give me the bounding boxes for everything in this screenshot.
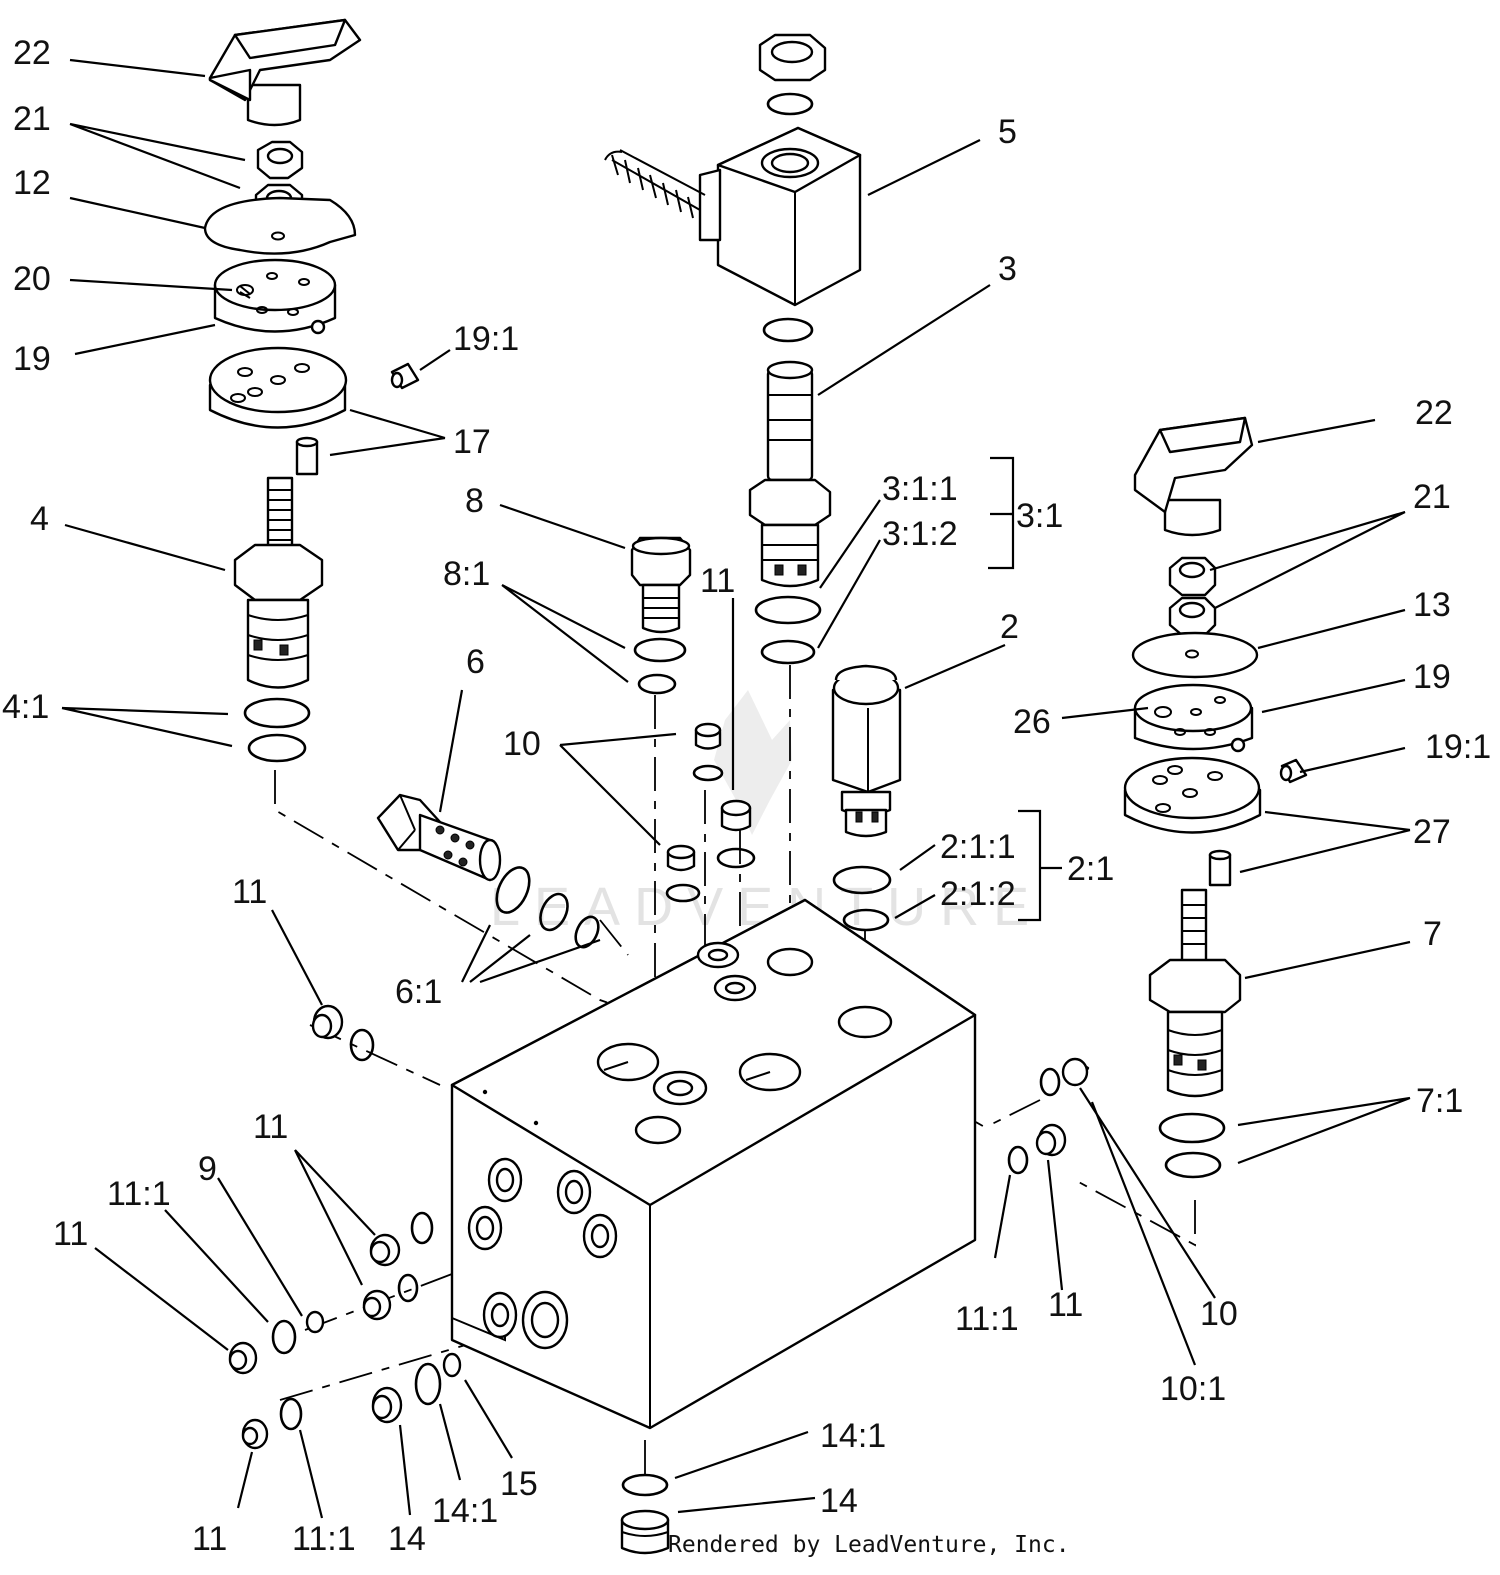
detent-plate-27 [1123, 756, 1262, 834]
detent-plate-17 [208, 346, 348, 429]
indexing-plate-19-right [1133, 683, 1254, 753]
callout-12: 12 [13, 164, 51, 202]
t-handle-knob-right [1133, 416, 1254, 537]
callout-2-1: 2:1 [1067, 850, 1114, 888]
plug-8 [630, 536, 692, 634]
solenoid-coil-5 [604, 126, 862, 307]
o-ring-3-1-1 [754, 595, 822, 625]
dowel-pin-27 [1208, 849, 1232, 887]
callout-3-1-1: 3:1:1 [882, 470, 958, 508]
callout-11: 11 [1048, 1286, 1083, 1324]
dowel-pin-17 [295, 436, 319, 476]
plug-10-lower [665, 844, 701, 903]
callout-7-1: 7:1 [1416, 1082, 1463, 1120]
plate-12 [203, 196, 357, 255]
coil-nut-5 [758, 33, 827, 116]
callout-2-1-1: 2:1:1 [940, 828, 1016, 866]
callout-14: 14 [388, 1520, 426, 1558]
set-screw-19-1-right [1279, 758, 1308, 784]
callout-11-1: 11:1 [107, 1175, 171, 1213]
o-ring-2-1-1 [832, 865, 892, 895]
plug-11-center [716, 799, 756, 869]
callout-19: 19 [1413, 658, 1451, 696]
t-handle-knob-left [208, 18, 362, 127]
callout-14: 14 [820, 1482, 858, 1520]
o-ring-3-1-2 [760, 639, 816, 665]
callout-26: 26 [1013, 703, 1051, 741]
callout-27: 27 [1413, 813, 1451, 851]
cartridge-valve-4 [233, 476, 324, 689]
front-port-plugs [228, 1211, 462, 1450]
plug-14-bottom [620, 1473, 670, 1555]
callout-14-1: 14:1 [820, 1417, 886, 1455]
callout-4-1: 4:1 [2, 688, 49, 726]
render-credit: Rendered by LeadVenture, Inc. [668, 1532, 1070, 1558]
callout-3-1: 3:1 [1016, 497, 1063, 535]
callout-19-1: 19:1 [453, 320, 519, 358]
callout-13: 13 [1413, 586, 1451, 624]
callout-10: 10 [503, 725, 541, 763]
callout-10-1: 10:1 [1160, 1370, 1226, 1408]
plug-11-upper-left [311, 1004, 375, 1062]
callout-11: 11 [700, 562, 735, 600]
callout-2-1-2: 2:1:2 [940, 875, 1016, 913]
callout-22: 22 [13, 34, 51, 72]
lock-nut-right [1168, 556, 1217, 637]
set-screw-19-1-left [390, 362, 420, 390]
cartridge-valve-7 [1148, 888, 1242, 1098]
cartridge-valve-6 [376, 793, 502, 882]
callout-11: 11 [192, 1520, 227, 1558]
o-ring-4-1 [243, 697, 311, 763]
callout-3: 3 [998, 250, 1017, 288]
callout-20: 20 [13, 260, 51, 298]
callout-11-1: 11:1 [955, 1300, 1019, 1338]
valve-manifold-block [450, 898, 977, 1430]
callout-15: 15 [500, 1465, 538, 1503]
plug-10-right [1039, 1057, 1090, 1097]
callout-8: 8 [465, 482, 484, 520]
callout-8-1: 8:1 [443, 555, 490, 593]
leader-lines [61, 58, 1411, 1519]
callout-labels: 22 21 12 20 19 19:1 17 4 4:1 5 3 3:1:1 3… [2, 34, 1491, 1558]
callout-6: 6 [466, 643, 485, 681]
callout-9: 9 [198, 1150, 217, 1188]
o-ring-8-1 [633, 637, 687, 695]
callout-11: 11 [253, 1108, 288, 1146]
callout-4: 4 [30, 500, 49, 538]
o-ring-7-1 [1158, 1112, 1226, 1179]
callout-11: 11 [53, 1215, 88, 1253]
o-ring-5-lower [762, 317, 814, 343]
callout-11: 11 [232, 873, 267, 911]
o-ring-2-1-2 [842, 908, 890, 932]
plate-13 [1131, 631, 1259, 679]
callout-2: 2 [1000, 608, 1019, 646]
callout-11-1: 11:1 [292, 1520, 356, 1558]
callout-6-1: 6:1 [395, 973, 442, 1011]
callout-5: 5 [998, 113, 1017, 151]
callout-14-1: 14:1 [432, 1492, 498, 1530]
callout-19-1: 19:1 [1425, 728, 1491, 766]
callout-7: 7 [1423, 915, 1442, 953]
callout-10: 10 [1200, 1295, 1238, 1333]
callout-3-1-2: 3:1:2 [882, 515, 958, 553]
callout-17: 17 [453, 423, 491, 461]
callout-22: 22 [1415, 394, 1453, 432]
plug-11-right [1007, 1123, 1067, 1175]
plug-10-center [692, 722, 724, 782]
callout-19: 19 [13, 340, 51, 378]
indexing-plate-19-left [213, 258, 337, 335]
relief-valve-2 [831, 664, 902, 838]
callout-21: 21 [1413, 478, 1451, 516]
valve-stem-3 [748, 360, 832, 588]
callout-21: 21 [13, 100, 51, 138]
